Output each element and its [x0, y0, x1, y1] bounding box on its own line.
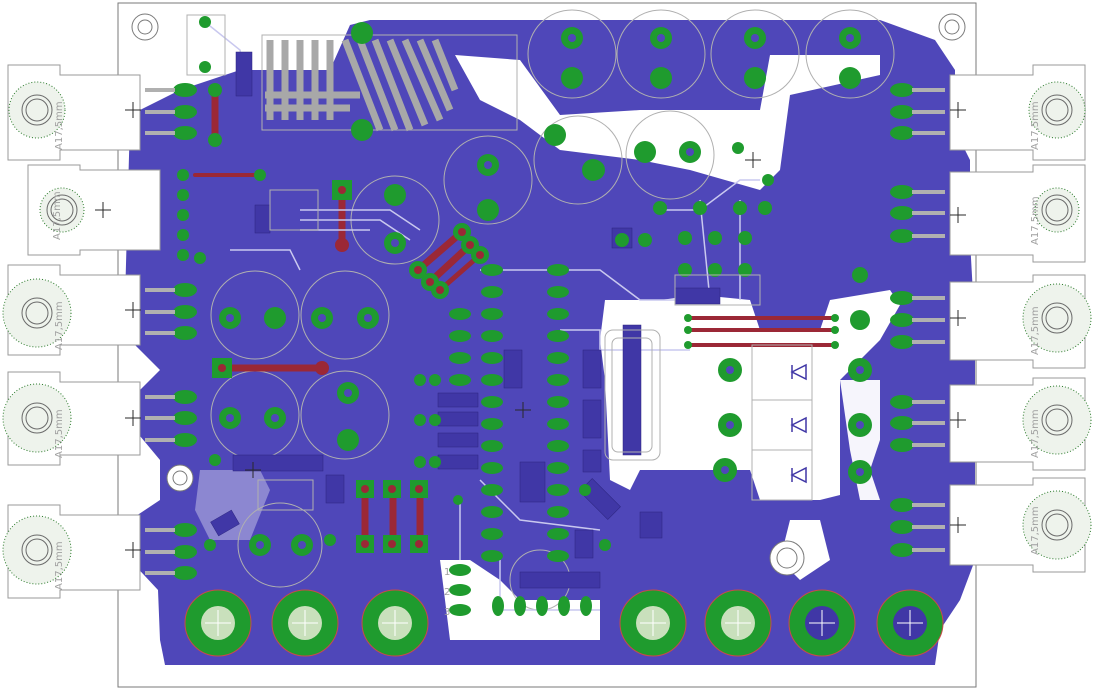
pin-label: 3 — [444, 607, 450, 618]
pin-label: 1 — [444, 567, 450, 578]
heatsink-label: A17,5mm — [54, 409, 65, 458]
resistor-pad-holes — [414, 228, 484, 294]
power-terminals — [184, 589, 944, 657]
heatsink-label: A17,5mm — [52, 191, 63, 240]
pin-label: 2 — [444, 587, 450, 598]
heatsink-mounting-holes — [2, 81, 1092, 585]
component-outlines — [186, 14, 813, 511]
pin-labels: 1 2 3 — [444, 567, 450, 618]
square-pad-holes — [218, 186, 423, 548]
heatsink-label-group: A17,5mm A17,5mm A17,5mm A17,5mm A17,5mm … — [52, 101, 1041, 590]
regulator-leads — [145, 88, 945, 575]
vias — [177, 16, 870, 551]
heatsink-label: A17,5mm — [1030, 196, 1041, 245]
heatsink-label: A17,5mm — [54, 541, 65, 590]
ic-dip-pads — [449, 264, 592, 616]
diode-symbols — [790, 363, 807, 484]
capacitor-pads — [219, 22, 872, 556]
heatsink-label: A17,5mm — [1030, 306, 1041, 355]
heatsink-label: A17,5mm — [54, 101, 65, 150]
smd-pads — [210, 51, 721, 589]
capacitor-pad-holes — [226, 34, 864, 549]
crosshair-marks — [95, 102, 966, 558]
mounting-holes — [131, 13, 966, 576]
heatsink-label: A17,5mm — [1030, 409, 1041, 458]
heatsink-label: A17,5mm — [1030, 506, 1041, 555]
heatsink-label: A17,5mm — [54, 301, 65, 350]
regulator-pins — [173, 83, 914, 580]
inductor-coil — [261, 34, 518, 132]
heatsink-label: A17,5mm — [1030, 101, 1041, 150]
